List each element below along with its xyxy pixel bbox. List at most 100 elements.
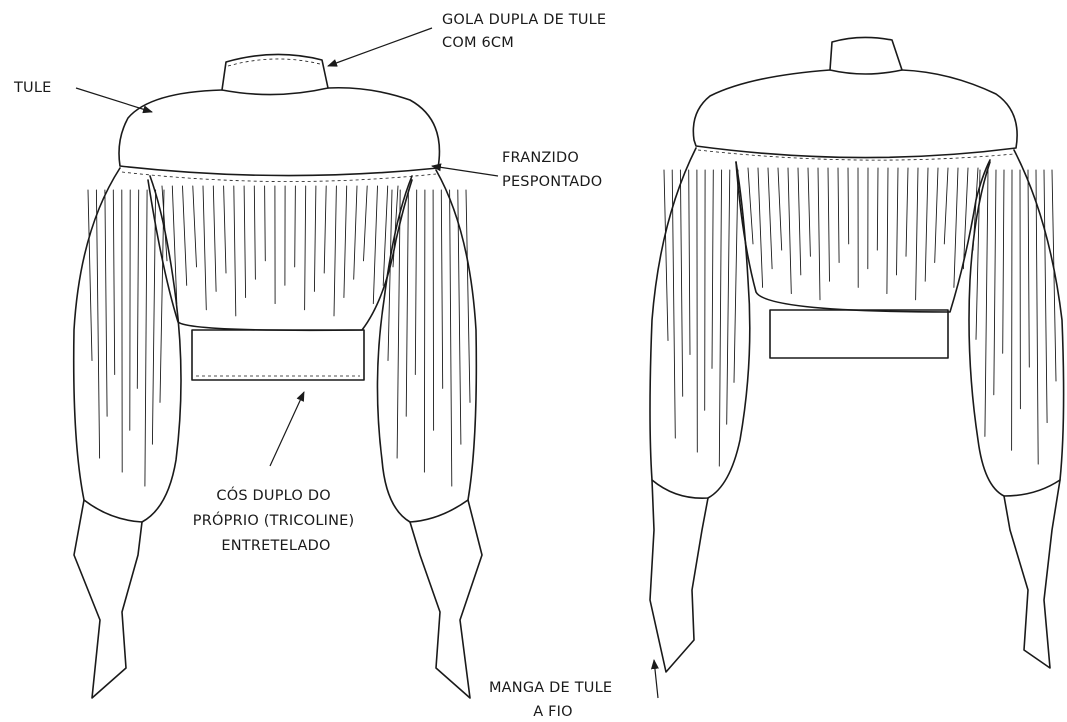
back-right-cuff: [1003, 479, 1061, 669]
front-right-sleeve-gather-line: [449, 189, 453, 487]
front-right-sleeve-gather-line: [432, 189, 435, 431]
back-bodice: [735, 159, 991, 313]
front-bodice-gather-line: [313, 185, 317, 292]
back-bodice-gather-line: [817, 167, 821, 301]
front-bodice-gather-line: [323, 185, 327, 274]
waistband-arrow: [269, 391, 305, 467]
back-tulle-yoke: [692, 69, 1018, 159]
front-right-sleeve-gather-line: [396, 189, 401, 459]
front-bodice-gather-line: [171, 185, 178, 305]
back-left-sleeve-gather-line: [688, 169, 691, 355]
sleeve-label: MANGA DE TULE A FIO: [489, 680, 617, 720]
front-left-sleeve-gather-line: [144, 189, 148, 487]
front-bodice-gather-line: [182, 185, 188, 286]
back-left-sleeve-gather-line: [711, 169, 714, 369]
collar-label: GOLA DUPLA DE TULE COM 6CM: [442, 12, 611, 51]
back-left-sleeve-gather-line: [733, 169, 739, 383]
front-waistband: [191, 329, 365, 381]
front-bodice-gather-line: [304, 185, 307, 311]
back-right-sleeve-gather-line: [1027, 169, 1030, 368]
back-bodice-gather-line: [837, 167, 840, 263]
back-bodice-gather-line: [962, 167, 969, 270]
back-left-sleeve-gather-line: [726, 169, 731, 425]
tulle-label: TULE: [13, 80, 52, 96]
front-bodice-gather-line: [243, 185, 247, 298]
front-left-sleeve-gather-line: [95, 189, 101, 459]
front-left-cuff: [73, 499, 143, 699]
front-left-sleeve-gather-line: [87, 189, 93, 361]
front-right-sleeve-gather-line: [465, 189, 471, 403]
back-waistband: [769, 309, 949, 359]
back-right-sleeve-gather-line: [1002, 169, 1005, 354]
back-bodice-gather-line: [777, 167, 783, 251]
front-bodice-gather-line: [382, 185, 389, 286]
front-bodice-gather-line: [343, 185, 348, 298]
front-right-sleeve-gather-line: [440, 189, 444, 389]
front-bodice-gather-line: [294, 185, 296, 268]
back-bodice-gather-line: [924, 167, 929, 282]
back-view-garment: [649, 36, 1065, 673]
front-gathered-seam: [121, 171, 437, 182]
back-bodice-gather-line: [847, 167, 850, 245]
back-collar: [829, 36, 903, 75]
back-bodice-gather-line: [797, 167, 802, 276]
back-left-sleeve-gather-line: [671, 169, 676, 439]
front-bodice-gather-line: [223, 185, 227, 274]
back-bodice-gather-line: [807, 167, 811, 257]
front-bodice-gather-line: [353, 185, 358, 280]
back-bodice-gather-line: [934, 167, 939, 263]
collar-arrow: [327, 27, 433, 67]
front-bodice-gather-line: [192, 185, 197, 268]
front-left-sleeve-gather-line: [112, 189, 116, 375]
front-bodice-gather-line: [392, 185, 399, 268]
front-bodice-gather-line: [161, 185, 168, 262]
back-right-sleeve-gather-line: [993, 169, 997, 396]
back-bodice-gather-line: [943, 167, 949, 245]
back-bodice-gather-line: [757, 167, 764, 288]
front-tulle-yoke: [118, 86, 441, 177]
front-view-garment: [72, 53, 483, 699]
back-right-sleeve-gather-line: [984, 169, 989, 437]
back-bodice-gather-line: [767, 167, 773, 270]
front-right-cuff: [409, 499, 483, 699]
gathered-label: FRANZIDO PESPONTADO: [502, 150, 602, 190]
front-bodice-gather-line: [363, 185, 368, 262]
back-left-sleeve-gather-line: [663, 169, 669, 341]
back-bodice-gather-line: [886, 167, 889, 295]
callout-arrows: [75, 27, 659, 699]
front-bodice-gather-line: [253, 185, 256, 280]
back-bodice-gather-line: [827, 167, 830, 282]
gathered-arrow: [431, 163, 499, 177]
back-bodice-gather-line: [747, 167, 754, 245]
back-bodice-gather-line: [787, 167, 792, 295]
sleeve-arrow: [650, 659, 659, 699]
tulle-arrow: [75, 87, 153, 114]
back-gathered-seam: [697, 149, 1015, 161]
front-bodice-gather-line: [233, 185, 237, 317]
back-bodice-gather-line: [876, 167, 879, 251]
front-left-sleeve-gather-line: [151, 189, 157, 445]
front-right-sleeve-gather-line: [457, 189, 462, 445]
front-left-sleeve: [72, 167, 182, 523]
back-right-sleeve-gather-line: [1051, 169, 1057, 382]
front-left-sleeve-gather-line: [159, 189, 165, 403]
back-bodice-gather-line: [896, 167, 899, 276]
front-left-sleeve-gather-line: [136, 189, 140, 389]
back-bodice-gather-line: [915, 167, 919, 301]
front-right-sleeve-gather-line: [414, 189, 418, 375]
back-left-sleeve-gather-line: [718, 169, 723, 467]
front-right-sleeve-gather-line: [423, 189, 426, 473]
front-left-sleeve-gather-line: [104, 189, 108, 417]
back-left-cuff: [649, 479, 709, 673]
front-bodice-gather-line: [264, 185, 266, 262]
front-right-sleeve-gather-line: [405, 189, 409, 417]
front-bodice-gather-line: [212, 185, 217, 292]
front-bodice-gather-line: [333, 185, 337, 317]
back-left-sleeve-gather-line: [679, 169, 684, 397]
waistband-label: CÓS DUPLO DO PRÓPRIO (TRICOLINE) ENTRETE…: [193, 486, 359, 554]
back-bodice-gather-line: [953, 167, 959, 288]
back-right-sleeve-gather-line: [1035, 169, 1039, 465]
back-right-sleeve: [968, 149, 1065, 497]
front-bodice: [147, 179, 413, 332]
